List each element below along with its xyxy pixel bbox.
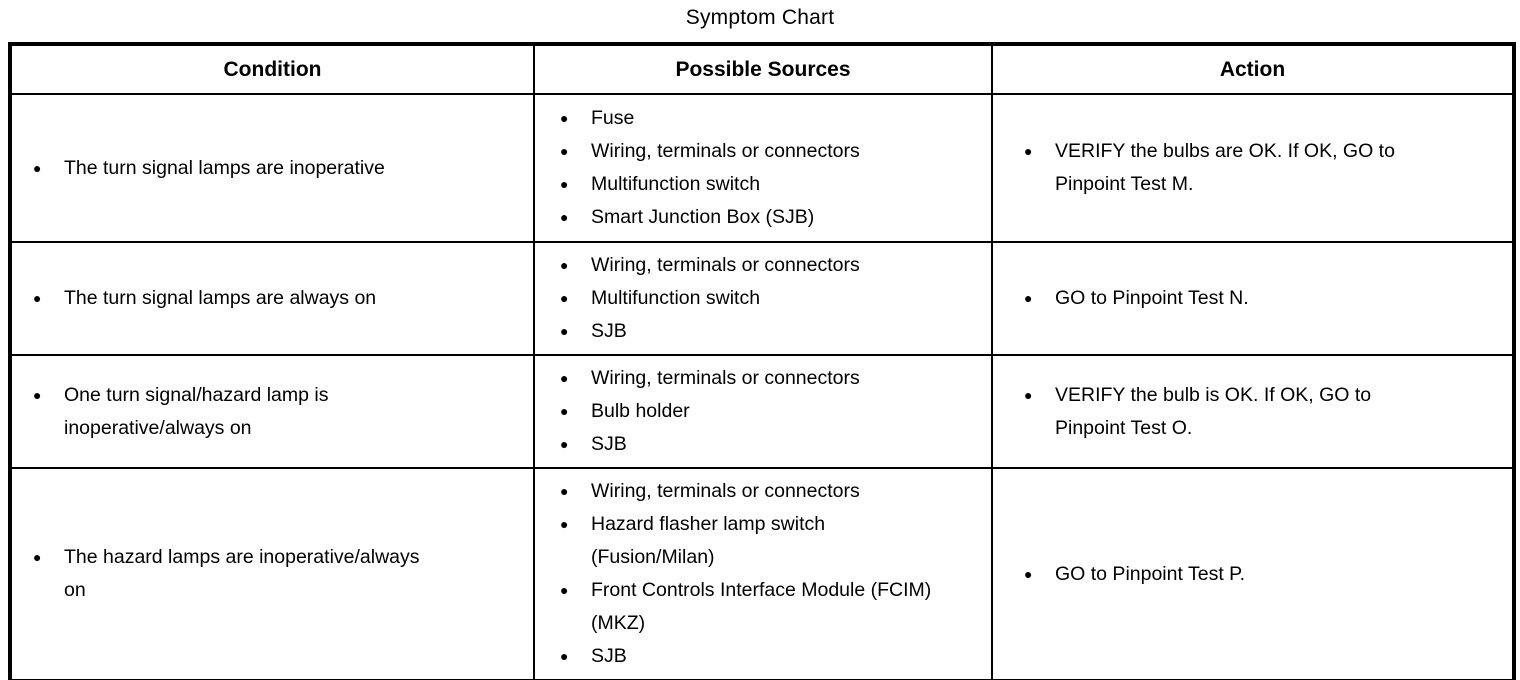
column-header-action: Action: [991, 43, 1515, 95]
bullet-icon: ●: [560, 176, 569, 192]
list-item: ● Smart Junction Box (SJB): [560, 201, 943, 234]
list-item: ● Wiring, terminals or connectors: [560, 362, 943, 395]
action-cell: ● VERIFY the bulbs are OK. If OK, GO to P…: [991, 93, 1515, 243]
condition-text: One turn signal/hazard lamp is inoperati…: [64, 383, 329, 439]
bullet-icon: ●: [560, 257, 569, 273]
condition-cell: ● The turn signal lamps are always on: [9, 241, 535, 356]
bullet-icon: ●: [1024, 386, 1033, 403]
bullet-icon: ●: [1024, 143, 1033, 159]
source-text: Multifunction switch: [591, 287, 761, 309]
list-item: ● The turn signal lamps are inoperative: [33, 152, 443, 185]
bullet-icon: ●: [560, 483, 569, 499]
list-item: ● SJB: [560, 428, 943, 461]
sources-cell: ● Wiring, terminals or connectors ● Hazard…: [533, 467, 993, 680]
table-row: ● The hazard lamps are inoperative/always…: [9, 467, 1515, 680]
list-item: ● Wiring, terminals or connectors: [560, 249, 943, 282]
action-cell: ● GO to Pinpoint Test P.: [991, 467, 1515, 680]
source-text: SJB: [591, 645, 627, 667]
source-text: Bulb holder: [591, 400, 690, 422]
bullet-icon: ●: [560, 110, 569, 126]
table-row: ● The turn signal lamps are always on ● Wi…: [9, 241, 1515, 356]
bullet-icon: ●: [560, 582, 569, 598]
list-item: ● SJB: [560, 315, 943, 348]
bullet-icon: ●: [33, 386, 42, 403]
action-cell: ● GO to Pinpoint Test N.: [991, 241, 1515, 356]
source-text: Smart Junction Box (SJB): [591, 206, 815, 228]
action-text: GO to Pinpoint Test P.: [1055, 562, 1246, 585]
bullet-icon: ●: [1024, 565, 1033, 582]
list-item: ● Wiring, terminals or connectors: [560, 135, 943, 168]
bullet-icon: ●: [560, 436, 569, 452]
source-text: Wiring, terminals or connectors: [591, 140, 860, 162]
bullet-icon: ●: [560, 403, 569, 419]
bullet-icon: ●: [33, 159, 42, 176]
list-item: ● Front Controls Interface Module (FCIM) …: [560, 574, 943, 640]
action-text: VERIFY the bulb is OK. If OK, GO to Pinp…: [1055, 383, 1372, 439]
list-item: ● SJB: [560, 640, 943, 673]
bullet-icon: ●: [560, 370, 569, 386]
column-header-condition: Condition: [9, 43, 535, 95]
sources-cell: ● Wiring, terminals or connectors ● Multif…: [533, 241, 993, 356]
list-item: ● Fuse: [560, 102, 943, 135]
source-text: Fuse: [591, 107, 635, 129]
bullet-icon: ●: [33, 549, 42, 565]
condition-cell: ● The turn signal lamps are inoperative: [9, 93, 535, 243]
action-cell: ● VERIFY the bulb is OK. If OK, GO to Pin…: [991, 354, 1515, 469]
column-header-possible-sources: Possible Sources: [533, 43, 993, 95]
bullet-icon: ●: [560, 209, 569, 225]
list-item: ● One turn signal/hazard lamp is inoperat…: [33, 379, 443, 445]
source-text: Wiring, terminals or connectors: [591, 480, 860, 502]
header-row: Condition Possible Sources Action: [9, 43, 1515, 95]
condition-text: The hazard lamps are inoperative/always …: [64, 546, 420, 601]
bullet-icon: ●: [560, 290, 569, 306]
action-text: VERIFY the bulbs are OK. If OK, GO to Pi…: [1055, 140, 1395, 195]
list-item: ● The turn signal lamps are always on: [33, 282, 443, 315]
source-text: Wiring, terminals or connectors: [591, 367, 860, 389]
bullet-icon: ●: [560, 516, 569, 532]
source-text: Multifunction switch: [591, 173, 761, 195]
bullet-icon: ●: [1024, 290, 1033, 306]
source-text: SJB: [591, 320, 627, 342]
source-text: SJB: [591, 433, 627, 455]
source-text: Hazard flasher lamp switch (Fusion/Milan…: [591, 513, 826, 568]
condition-text: The turn signal lamps are always on: [64, 287, 377, 309]
list-item: ● VERIFY the bulbs are OK. If OK, GO to P…: [1024, 135, 1446, 201]
list-item: ● Bulb holder: [560, 395, 943, 428]
condition-cell: ● One turn signal/hazard lamp is inoperat…: [9, 354, 535, 469]
page-title: Symptom Chart: [685, 6, 835, 29]
list-item: ● Multifunction switch: [560, 168, 943, 201]
table-row: ● One turn signal/hazard lamp is inoperat…: [9, 354, 1515, 469]
list-item: ● The hazard lamps are inoperative/always…: [33, 541, 443, 607]
list-item: ● VERIFY the bulb is OK. If OK, GO to Pin…: [1024, 379, 1446, 445]
sources-cell: ● Wiring, terminals or connectors ● Bulb h…: [533, 354, 993, 469]
bullet-icon: ●: [560, 323, 569, 339]
source-text: Wiring, terminals or connectors: [591, 254, 860, 276]
list-item: ● Hazard flasher lamp switch (Fusion/Mila…: [560, 508, 943, 574]
condition-text: The turn signal lamps are inoperative: [64, 156, 385, 179]
sources-cell: ● Fuse ● Wiring, terminals or connectors ●…: [533, 93, 993, 243]
bullet-icon: ●: [560, 648, 569, 664]
list-item: ● GO to Pinpoint Test P.: [1024, 558, 1446, 591]
symptom-table: Condition Possible Sources Action ● The t…: [8, 42, 1516, 680]
bullet-icon: ●: [560, 143, 569, 159]
bullet-icon: ●: [33, 290, 42, 306]
table-row: ● The turn signal lamps are inoperative ●…: [9, 93, 1515, 243]
action-text: GO to Pinpoint Test N.: [1055, 287, 1249, 309]
source-text: Front Controls Interface Module (FCIM) (…: [591, 579, 932, 634]
list-item: ● Multifunction switch: [560, 282, 943, 315]
condition-cell: ● The hazard lamps are inoperative/always…: [9, 467, 535, 680]
list-item: ● GO to Pinpoint Test N.: [1024, 282, 1446, 315]
list-item: ● Wiring, terminals or connectors: [560, 475, 943, 508]
